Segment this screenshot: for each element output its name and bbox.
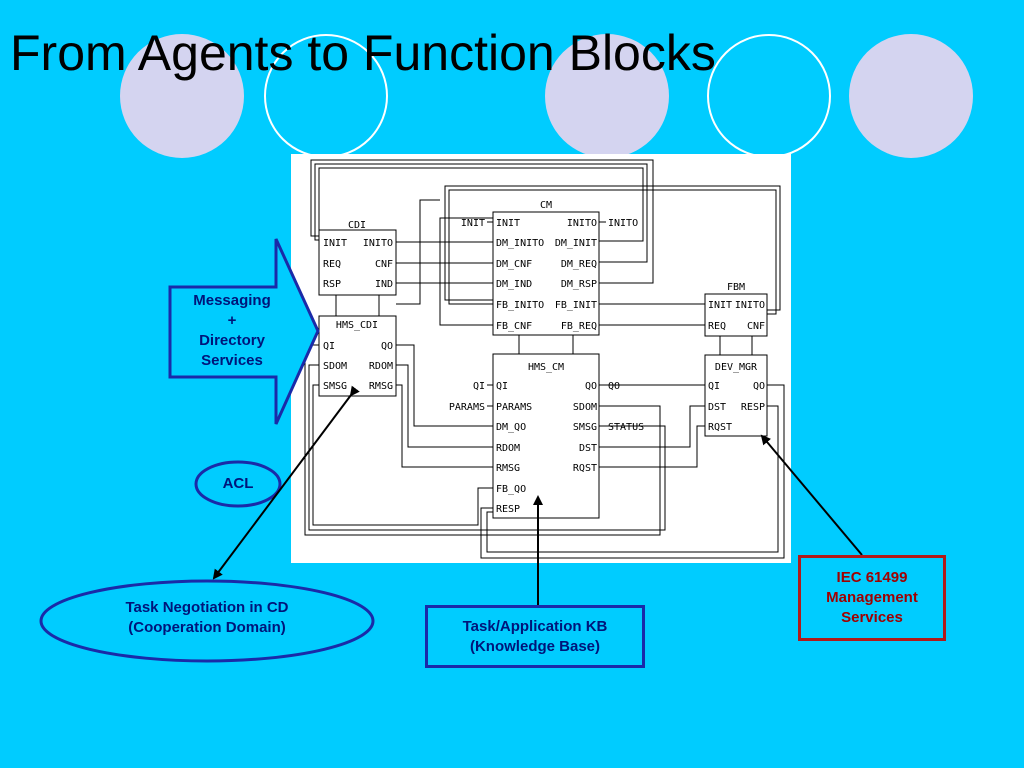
decorative-circle-3 [545,34,669,158]
hms-cdi-port-smsg: SMSG [323,381,347,392]
task-kb-line-2: (Knowledge Base) [469,637,601,655]
cdi-block-name: CDI [348,220,366,231]
hms-cdi-block-name: HMS_CDI [336,320,378,331]
hms-cm-port-smsg: SMSG [573,422,597,433]
hms-cm-port-sdom: SDOM [573,402,597,413]
cdi-port-rsp: RSP [323,279,341,290]
slide-title: From Agents to Function Blocks [10,25,716,81]
cm-ext-inito: INITO [608,218,638,229]
dev-mgr-port-dst: DST [708,402,726,413]
function-block-diagram: CDI HMS_CDI CM HMS_CM FBM DEV_MGR INIT R… [291,154,791,563]
dev-mgr-port-qi: QI [708,381,720,392]
cm-port-dm-rsp: DM_RSP [561,279,597,290]
cm-ext-init: INIT [461,218,485,229]
fbm-block-name: FBM [727,282,745,293]
messaging-line-1: Messaging [193,292,271,309]
task-kb-callout: Task/Application KB (Knowledge Base) [425,605,645,668]
hms-cm-ext-qo: QO [608,381,620,392]
fbm-port-inito: INITO [735,300,765,311]
hms-cdi-port-rmsg: RMSG [369,381,393,392]
acl-label: ACL [222,475,254,492]
hms-cdi-port-rdom: RDOM [369,361,393,372]
decorative-circle-4 [707,34,831,158]
iec-line-1: IEC 61499 [836,569,908,586]
hms-cm-port-dst: DST [579,443,597,454]
messaging-line-2: + [227,312,237,329]
cdi-port-cnf: CNF [375,259,393,270]
fbm-port-req: REQ [708,321,726,332]
dev-mgr-port-rqst: RQST [708,422,732,433]
hms-cm-port-rqst: RQST [573,463,597,474]
dev-mgr-port-resp: RESP [741,402,765,413]
hms-cm-port-qi: QI [496,381,508,392]
iec-line-3: Services [841,609,903,626]
cm-port-fb-cnf: FB_CNF [496,321,532,332]
hms-cm-block-name: HMS_CM [528,362,564,373]
hms-cdi-port-sdom: SDOM [323,361,347,372]
cdi-port-req: REQ [323,259,341,270]
cm-port-fb-inito: FB_INITO [496,300,544,311]
decorative-circle-5 [849,34,973,158]
task-kb-line-1: Task/Application KB [462,617,608,635]
hms-cm-ext-qi: QI [473,381,485,392]
hms-cm-port-rmsg: RMSG [496,463,520,474]
dev-mgr-block-name: DEV_MGR [715,362,758,373]
function-block-network: CDI HMS_CDI CM HMS_CM FBM DEV_MGR INIT R… [304,159,785,559]
hms-cm-port-rdom: RDOM [496,443,520,454]
hms-cm-port-params: PARAMS [496,402,532,413]
cm-port-dm-init: DM_INIT [555,238,597,249]
dev-mgr-port-qo: QO [753,381,765,392]
task-negotiation-line-2: (Cooperation Domain) [128,619,286,636]
cm-port-fb-req: FB_REQ [561,321,597,332]
cm-port-dm-req: DM_REQ [561,259,597,270]
cm-port-dm-ind: DM_IND [496,279,532,290]
messaging-line-3: Directory [199,332,265,349]
hms-cdi-port-qi: QI [323,341,335,352]
cm-port-inito: INITO [567,218,597,229]
hms-cm-port-qo: QO [585,381,597,392]
task-negotiation-line-1: Task Negotiation in CD [125,599,289,616]
decorative-circle-1 [120,34,244,158]
iec-management-callout: IEC 61499 Management Services [798,555,946,641]
hms-cdi-port-qo: QO [381,341,393,352]
cm-port-fb-init: FB_INIT [555,300,597,311]
cm-port-init: INIT [496,218,520,229]
cm-port-dm-cnf: DM_CNF [496,259,532,270]
hms-cm-port-fb-qo: FB_QO [496,484,526,495]
cdi-port-inito: INITO [363,238,393,249]
cm-port-dm-inito: DM_INITO [496,238,544,249]
hms-cm-port-dm-qo: DM_QO [496,422,526,433]
messaging-line-4: Services [201,352,263,369]
hms-cm-port-resp: RESP [496,504,520,515]
hms-cm-ext-params: PARAMS [449,402,485,413]
cdi-port-init: INIT [323,238,347,249]
task-negotiation-callout: Task Negotiation in CD (Cooperation Doma… [41,598,373,638]
cdi-port-ind: IND [375,279,393,290]
iec-line-2: Management [826,589,918,606]
cm-block-name: CM [540,200,552,211]
messaging-directory-callout: Messaging + Directory Services [170,291,294,371]
fbm-port-init: INIT [708,300,732,311]
hms-cm-ext-status: STATUS [608,422,644,433]
fbm-port-cnf: CNF [747,321,765,332]
